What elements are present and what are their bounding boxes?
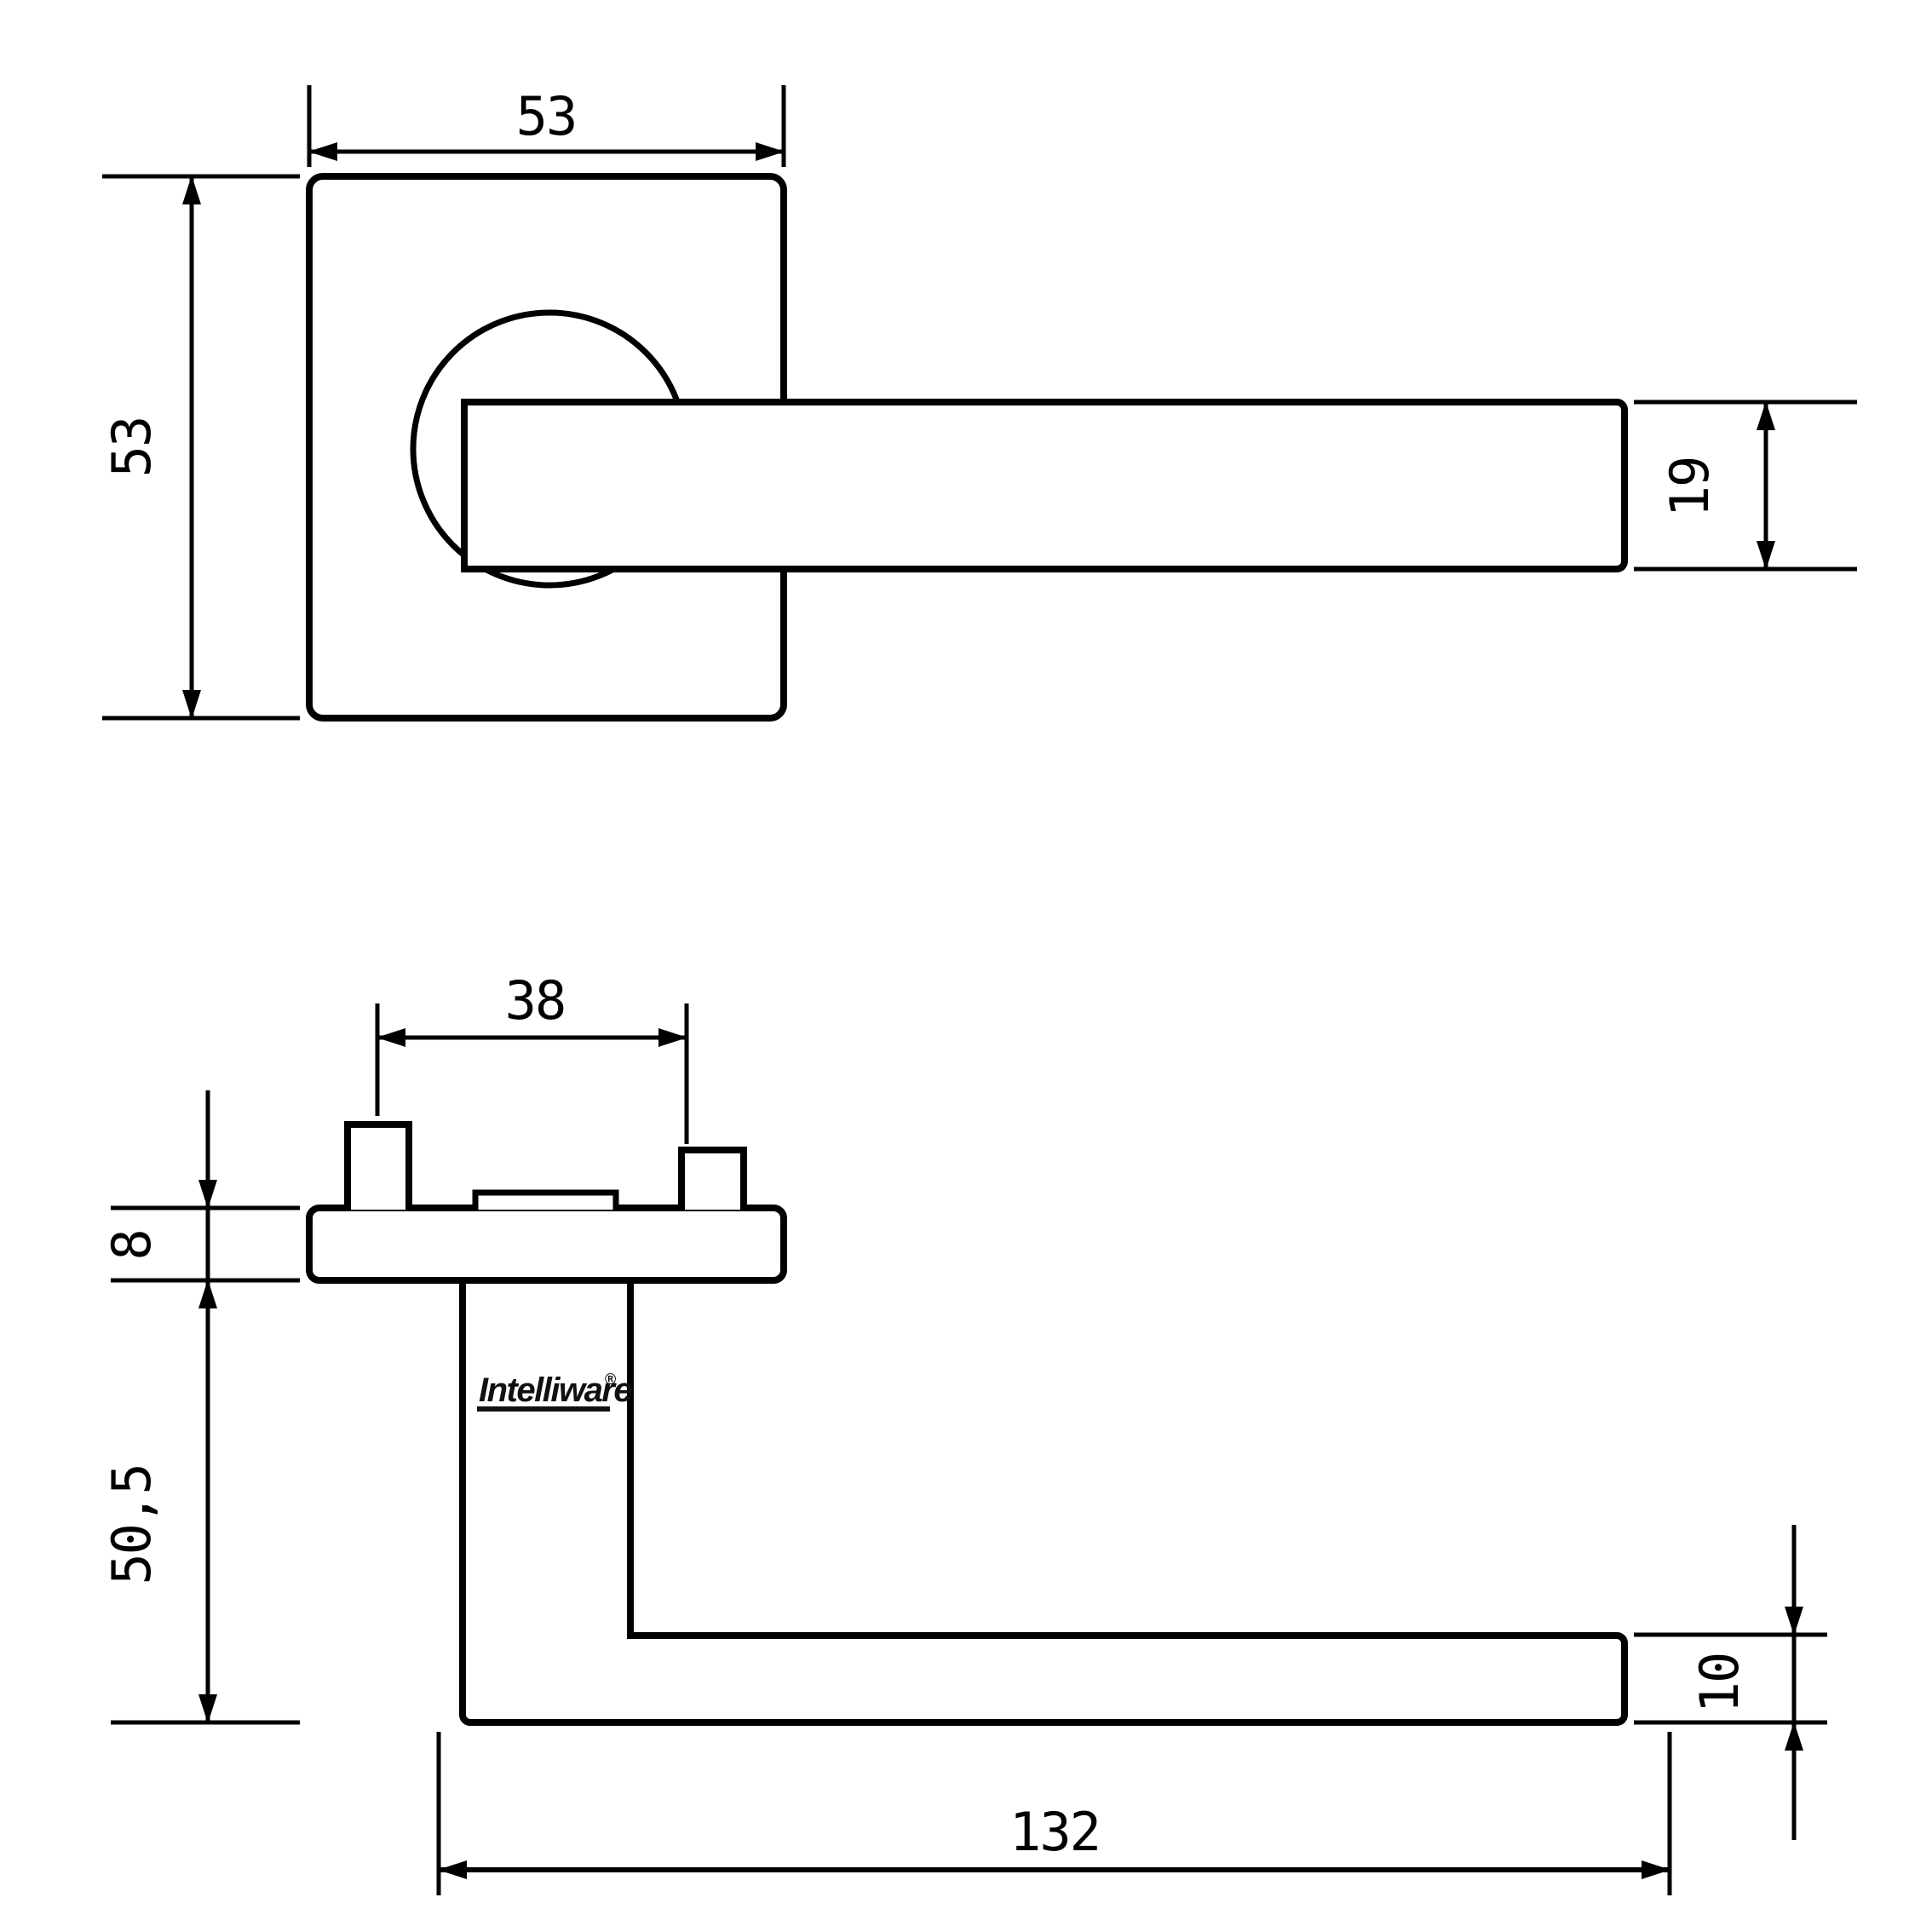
side-view-rosette-plate xyxy=(306,1205,787,1284)
side-view-screw-boss-left xyxy=(344,1121,412,1210)
dim-label-8: 8 xyxy=(101,1230,163,1260)
dim-label-10: 10 xyxy=(1688,1653,1751,1714)
brand-registered-mark: ® xyxy=(605,1371,616,1388)
dim-label-53-height: 53 xyxy=(101,417,163,478)
side-view-lever-profile xyxy=(459,1277,1628,1726)
dim-label-38: 38 xyxy=(505,969,566,1032)
side-view-center-pad xyxy=(472,1189,619,1210)
front-view: 53 53 19 xyxy=(101,85,1857,722)
front-view-lever-bar xyxy=(461,399,1628,572)
dim-label-53-width: 53 xyxy=(516,85,577,147)
brand-logo: Intelliware ® xyxy=(477,1371,634,1412)
side-view-screw-boss-right xyxy=(678,1147,747,1210)
brand-logo-text: Intelliware xyxy=(479,1371,632,1409)
side-view: Intelliware ® 38 8 50,5 xyxy=(101,969,1827,1895)
dim-label-50-5: 50,5 xyxy=(101,1464,163,1584)
dim-label-132: 132 xyxy=(1009,1801,1100,1863)
dim-label-19: 19 xyxy=(1659,457,1721,518)
